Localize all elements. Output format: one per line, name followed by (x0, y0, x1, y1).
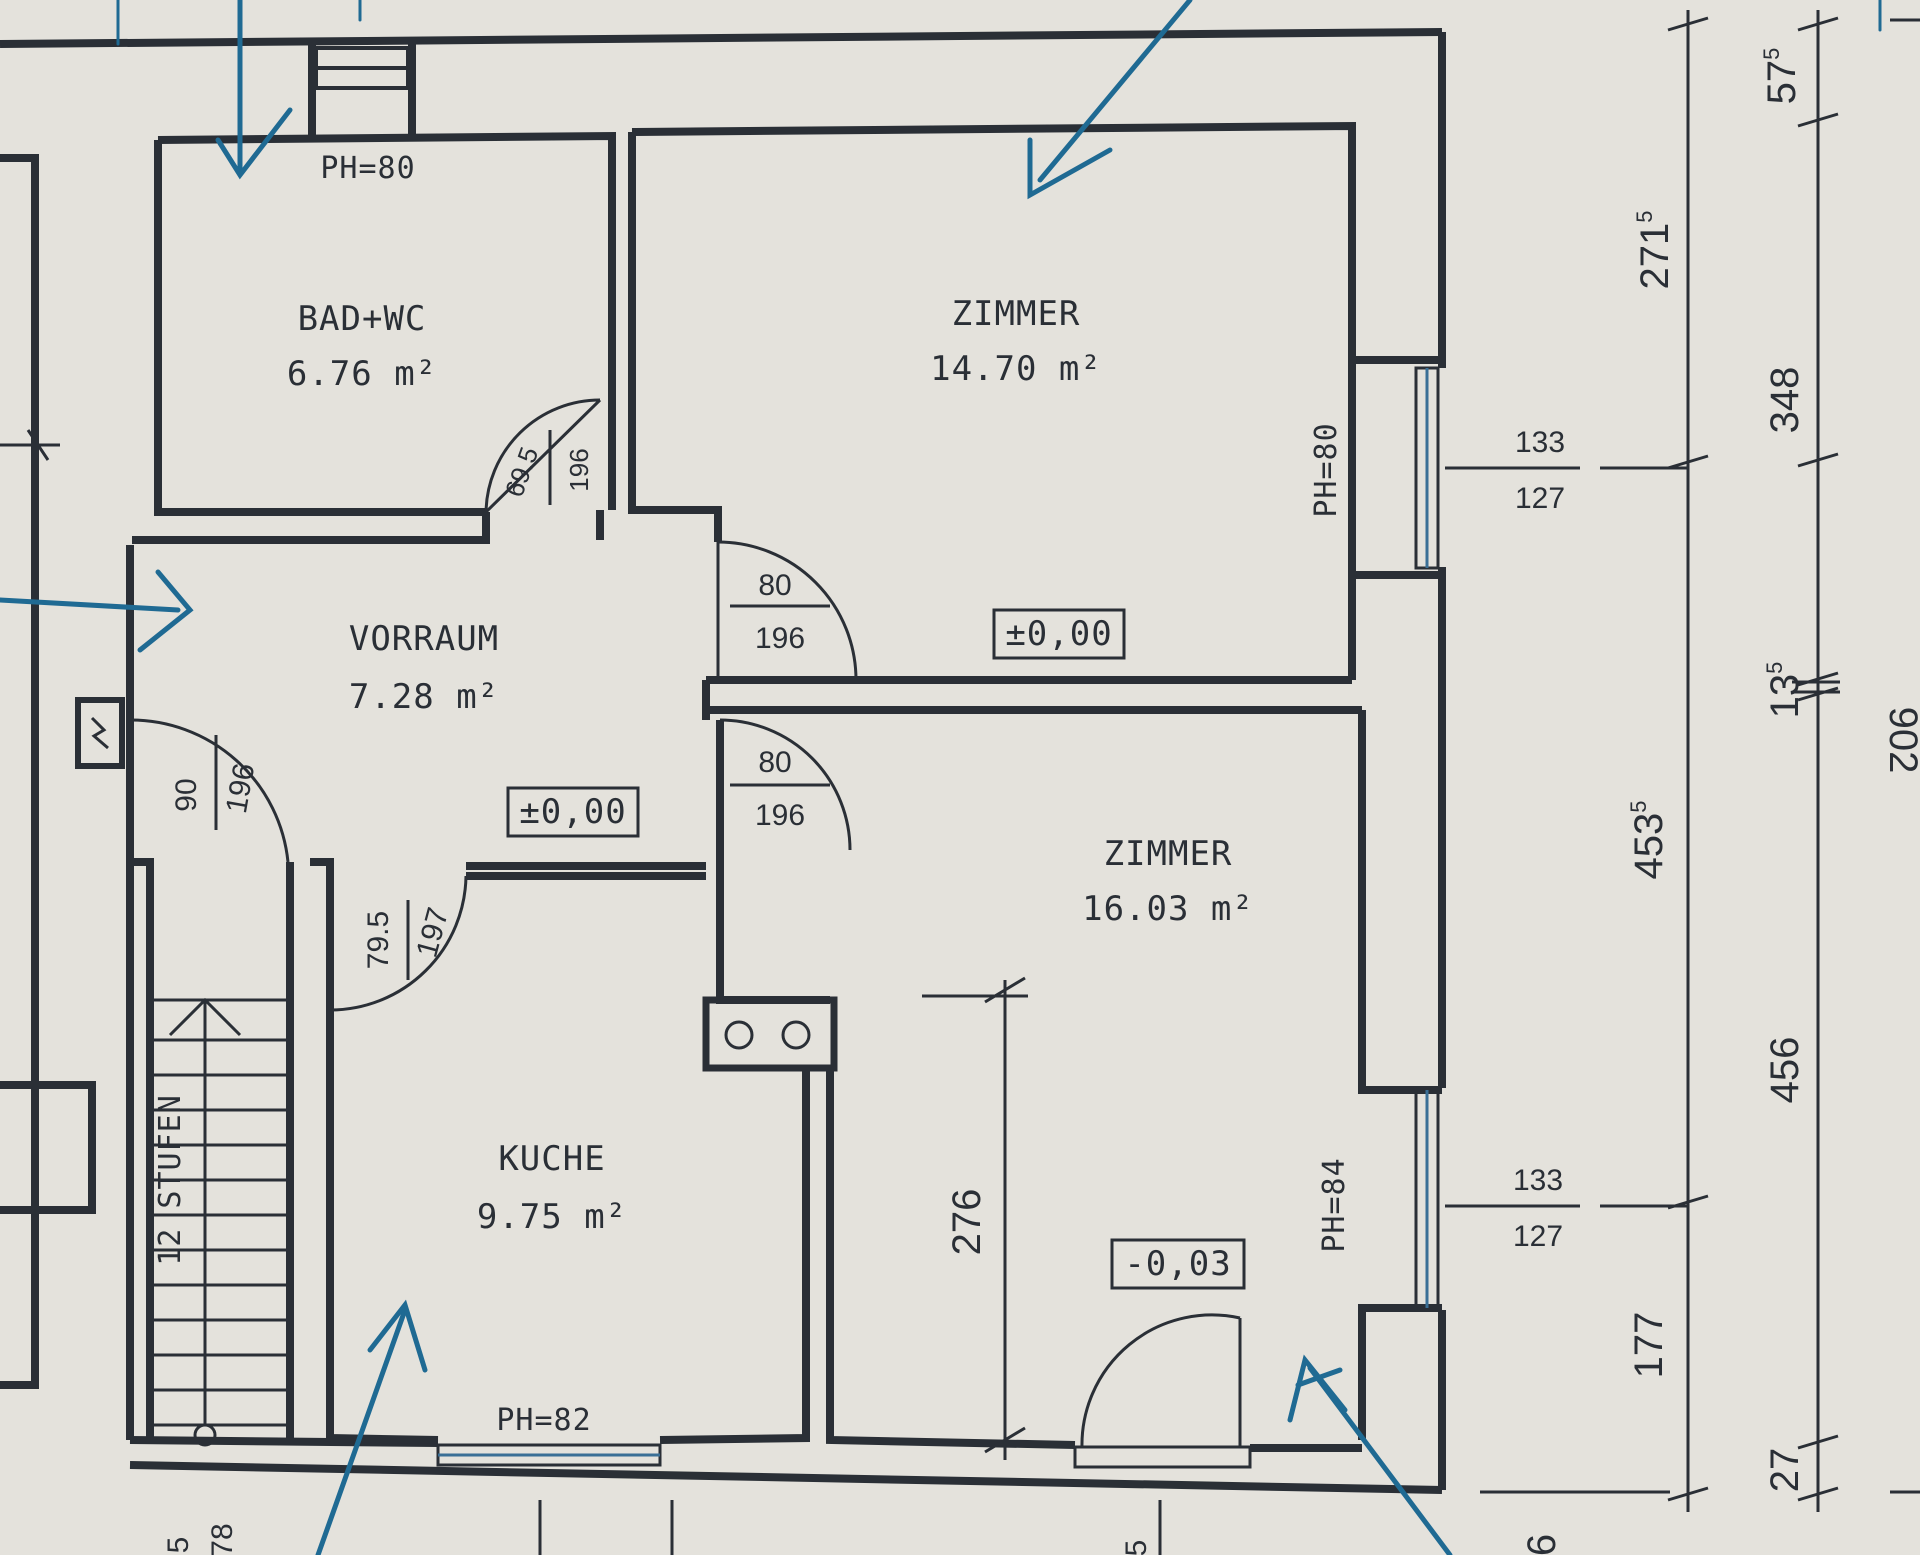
windows (436, 366, 1440, 1469)
window-zimmer-2-height: 127 (1513, 1220, 1563, 1253)
room-area-kuche: 9.75 m² (477, 1197, 627, 1237)
dim-inner-middle-value: 453 (1627, 813, 1671, 880)
room-area-zimmer-2: 16.03 m² (1082, 889, 1254, 929)
door-zimmer-1-height: 196 (755, 622, 805, 655)
dim-outer-top-value: 57 (1760, 60, 1804, 105)
stairs-label: 12 STUFEN (153, 1094, 188, 1266)
dim-bottom-b: 78 (206, 1523, 239, 1555)
door-zimmer-1-width: 80 (758, 569, 791, 602)
room-area-zimmer-1: 14.70 m² (930, 349, 1102, 389)
dim-bottom-d: 6 (1520, 1534, 1564, 1555)
dim-inner-top: 2715 (1632, 211, 1677, 290)
room-name-zimmer-1: ZIMMER (952, 294, 1081, 334)
dim-outer-top-sup: 5 (1759, 48, 1784, 60)
room-name-zimmer-2: ZIMMER (1104, 834, 1233, 874)
room-area-vorraum: 7.28 m² (349, 677, 499, 717)
parapet-zimmer-2: PH=84 (1317, 1157, 1352, 1252)
dim-inner-top-sup: 5 (1632, 211, 1657, 223)
door-label-zimmer-2: 80 196 (730, 746, 830, 832)
door-zimmer-2-width: 80 (758, 746, 791, 779)
dim-outer-third-sup: 5 (1762, 662, 1787, 674)
room-name-kuche: KUCHE (498, 1139, 605, 1179)
dim-outer-top: 575 (1759, 48, 1804, 105)
dim-total: 902 (1881, 707, 1920, 774)
meter-cabinet (75, 697, 125, 769)
parapet-kuche: PH=82 (496, 1403, 591, 1438)
window-zimmer-2-width: 133 (1513, 1164, 1563, 1197)
dim-inner-bottom: 177 (1627, 1312, 1671, 1379)
dimension-lines (0, 10, 1920, 1555)
door-bad-height: 196 (564, 448, 594, 491)
door-label-zimmer-1: 80 196 (730, 569, 830, 655)
dim-outer-bottom: 27 (1763, 1448, 1807, 1493)
room-name-bad: BAD+WC (298, 299, 427, 339)
dim-outer-third-value: 13 (1763, 674, 1807, 719)
chimney (702, 996, 838, 1072)
dim-inner-top-value: 271 (1633, 223, 1677, 290)
window-label-zimmer-2: 133 127 (1513, 1164, 1563, 1253)
parapet-zimmer-1: PH=80 (1309, 422, 1344, 517)
parapet-bad: PH=80 (320, 151, 415, 186)
room-name-vorraum: VORRAUM (349, 619, 499, 659)
window-zimmer-1-height: 127 (1515, 482, 1565, 515)
level-boxes (506, 608, 1246, 1290)
dim-outer-fourth: 456 (1763, 1037, 1807, 1104)
level-zimmer-1: ±0,00 (1005, 614, 1112, 654)
staircase (150, 997, 290, 1447)
dim-bottom-c: 5 (1120, 1540, 1153, 1555)
room-area-bad: 6.76 m² (287, 354, 437, 394)
door-label-entry: 90 196 (170, 735, 261, 830)
dim-inner-middle: 4535 (1626, 801, 1671, 880)
level-zimmer-2: -0,03 (1124, 1244, 1231, 1284)
dim-bottom-a: 5 (162, 1537, 195, 1554)
door-swings (129, 398, 1242, 1449)
dim-outer-second: 348 (1763, 367, 1807, 434)
window-label-zimmer-1: 133 127 (1515, 426, 1565, 515)
dim-inner-middle-sup: 5 (1626, 801, 1651, 813)
walls (0, 28, 1446, 1494)
door-zimmer-2-height: 196 (755, 799, 805, 832)
room-height-dimension: 276 (945, 1189, 989, 1256)
dim-outer-third: 135 (1762, 662, 1807, 719)
vent-shaft (314, 46, 410, 90)
door-entry-width: 90 (170, 778, 203, 811)
level-vorraum: ±0,00 (519, 792, 626, 832)
door-kuche-width: 79.5 (362, 911, 395, 969)
window-zimmer-1-width: 133 (1515, 426, 1565, 459)
